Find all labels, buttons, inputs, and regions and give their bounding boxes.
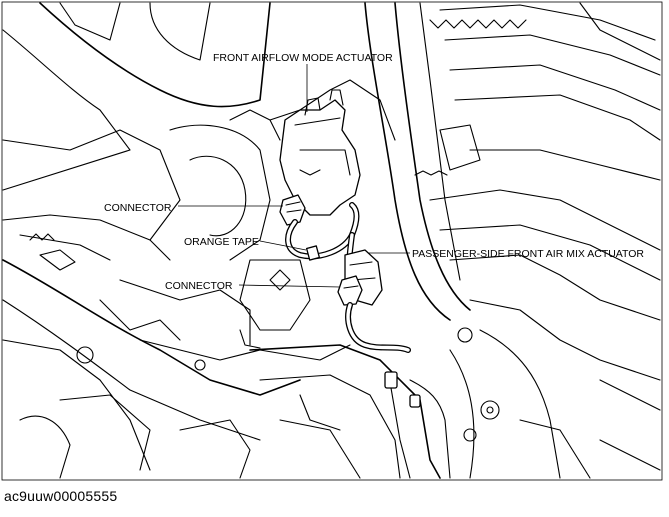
illustration-frame (1, 1, 663, 481)
lower-harness (345, 302, 411, 353)
dashboard-structure (2, 2, 661, 479)
leader-lines (178, 64, 410, 288)
figure-id: ac9uuw00005555 (4, 488, 118, 504)
front-airflow-mode-actuator (279, 89, 361, 216)
callout-passenger-side-front-air-mix-actuator: PASSENGER-SIDE FRONT AIR MIX ACTUATOR (412, 248, 644, 260)
upper-connector (279, 194, 306, 226)
callout-orange-tape: ORANGE TAPE (184, 236, 259, 248)
harness-clips (384, 371, 421, 479)
orange-tape-band (305, 245, 321, 261)
callout-connector-lower: CONNECTOR (165, 280, 233, 292)
lower-connector (337, 275, 363, 306)
callout-front-airflow-mode-actuator: FRONT AIRFLOW MODE ACTUATOR (213, 52, 393, 64)
callout-connector-upper: CONNECTOR (104, 202, 172, 214)
